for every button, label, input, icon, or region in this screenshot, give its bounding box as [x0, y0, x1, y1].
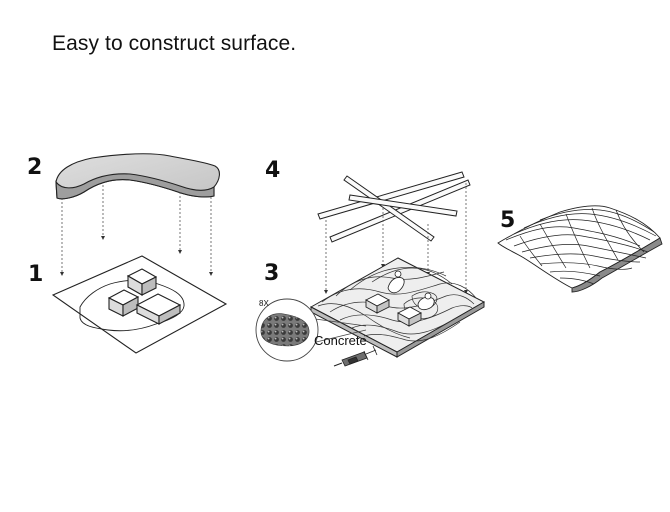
final-surface-ribs	[505, 207, 657, 285]
projection-lines-3-4	[325, 183, 467, 290]
step-label-5: 5	[500, 208, 516, 233]
landform-surface	[55, 153, 220, 200]
site-plate	[51, 255, 228, 354]
step-label-3: 3	[264, 261, 280, 286]
concrete-label: Concrete	[314, 333, 367, 348]
step-label-2: 2	[27, 155, 43, 180]
final-surface	[497, 205, 663, 293]
worker-figures	[387, 270, 435, 311]
crossing-rods	[317, 171, 471, 243]
concrete-magnifier	[255, 298, 367, 362]
syringe-icon	[333, 345, 378, 367]
step-label-4: 4	[265, 158, 281, 183]
page-title: Easy to construct surface.	[52, 32, 297, 55]
contour-lines	[317, 266, 477, 342]
projection-lines-1-2	[61, 185, 212, 272]
magnification-label: 8X	[259, 299, 269, 308]
contour-model	[309, 257, 486, 358]
embedded-blocks	[365, 293, 422, 327]
step-label-1: 1	[28, 262, 44, 287]
projection-arrows-1-2	[60, 236, 213, 276]
